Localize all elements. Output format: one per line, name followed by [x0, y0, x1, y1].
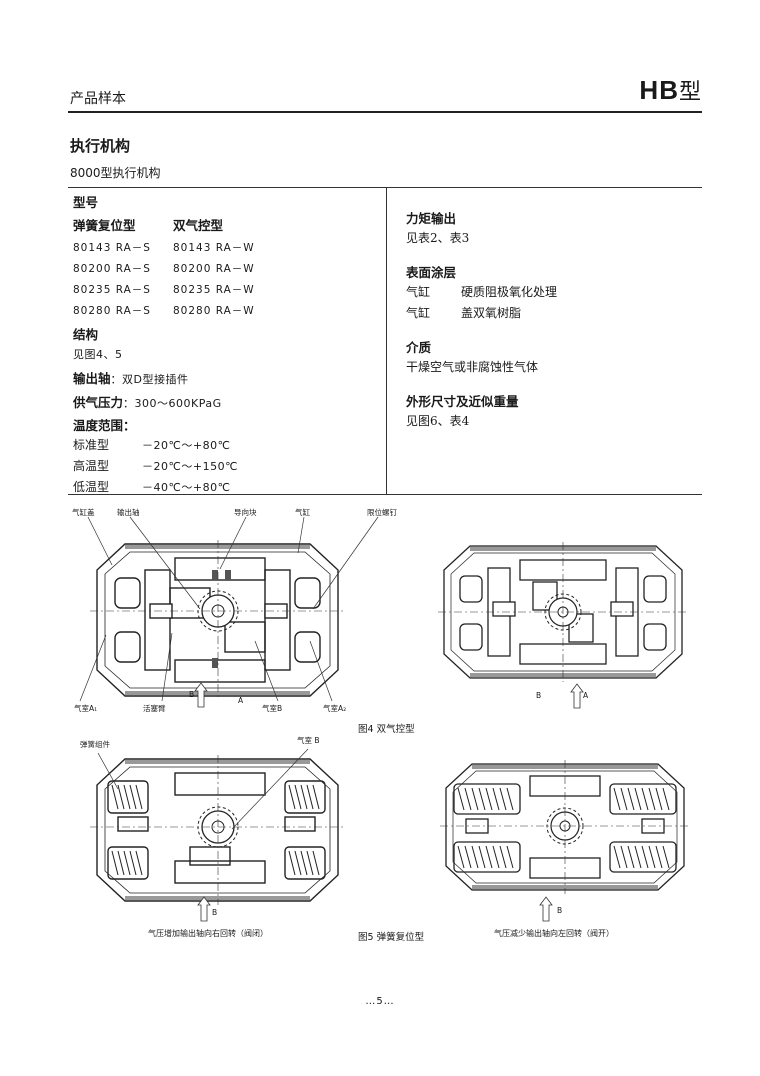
dims-text: 见图6、表4	[406, 414, 470, 428]
fig4-port-arrows	[570, 683, 584, 709]
fig4-leader-lines	[79, 516, 379, 708]
label-chamber-a2: 气室A₂	[323, 704, 347, 713]
label-limit: 限位螺钉	[367, 508, 397, 517]
spring-heading: 弹簧复位型	[73, 218, 136, 233]
label-port-b-left: B	[212, 908, 218, 917]
label-chamber-b: 气室B	[262, 704, 283, 713]
coating-desc-2: 盖双氧树脂	[461, 306, 522, 320]
model-badge: HB型	[639, 74, 702, 106]
label-cylinder: 气缸	[295, 508, 310, 517]
fig4-caption: 图4 双气控型	[358, 724, 415, 735]
coating-heading: 表面涂层	[406, 265, 457, 280]
torque-text: 见表2、表3	[406, 231, 470, 245]
model-spring-1: 80143 RA－S	[73, 242, 151, 254]
model-heading: 型号	[73, 195, 99, 210]
coating-part-2: 气缸	[406, 306, 431, 320]
label-port-b-right: B	[557, 906, 563, 915]
model-double-2: 80200 RA－W	[173, 263, 255, 275]
dims-heading: 外形尺寸及近似重量	[406, 394, 519, 409]
table-bottom-rule	[68, 494, 702, 495]
pressure-row: 供气压力：300～600KPaG	[73, 392, 222, 411]
label-cover: 气缸盖	[72, 508, 95, 517]
fig5-caption: 图5 弹簧复位型	[358, 932, 425, 943]
structure-heading: 结构	[73, 327, 99, 342]
model-spring-4: 80280 RA－S	[73, 305, 151, 317]
temp-name-3: 低温型	[73, 480, 110, 494]
model-suffix: 型	[678, 80, 702, 105]
model-double-1: 80143 RA－W	[173, 242, 255, 254]
pressure-heading: 供气压力	[73, 395, 124, 410]
model-double-3: 80235 RA－W	[173, 284, 255, 296]
label-port-a-2: A	[583, 691, 589, 700]
column-divider	[386, 188, 387, 494]
label-port-b-2: B	[536, 691, 542, 700]
coating-part-1: 气缸	[406, 285, 431, 299]
label-shaft: 输出轴	[117, 508, 140, 517]
header-title: 产品样本	[70, 91, 126, 107]
fig5-caption-left: 气压增加输出轴向右回转（阀闭）	[148, 929, 268, 938]
label-port-a: A	[238, 696, 244, 705]
fig5-actuator-right	[440, 760, 690, 894]
medium-text: 干燥空气或非腐蚀性气体	[406, 360, 539, 374]
table-top-rule	[68, 187, 702, 188]
pressure-text: ：300～600KPaG	[123, 397, 222, 410]
temp-range-2: －20℃～+150℃	[142, 460, 238, 473]
shaft-heading: 输出轴	[73, 371, 111, 386]
model-spring-2: 80200 RA－S	[73, 263, 151, 275]
coating-desc-1: 硬质阻极氧化处理	[461, 285, 558, 299]
label-port-b: B	[189, 690, 195, 699]
model-spring-3: 80235 RA－S	[73, 284, 151, 296]
temp-range-3: －40℃～+80℃	[142, 481, 231, 494]
label-piston: 活塞臂	[143, 704, 166, 713]
model-double-4: 80280 RA－W	[173, 305, 255, 317]
fig5-actuator-left	[90, 755, 345, 905]
structure-text: 见图4、5	[73, 348, 123, 361]
section-title: 执行机构	[70, 137, 131, 155]
label-chamber-a1: 气室A₁	[74, 704, 98, 713]
torque-heading: 力矩输出	[406, 211, 457, 226]
temp-name-1: 标准型	[73, 438, 110, 452]
header-rule	[68, 111, 702, 113]
page-number: …5…	[365, 996, 395, 1007]
fig5-caption-right: 气压减少输出轴向左回转（阀开）	[494, 929, 614, 938]
shaft-row: 输出轴：双D型接插件	[73, 368, 189, 387]
temp-heading: 温度范围：	[73, 418, 136, 433]
fig5-leader-lines	[97, 748, 309, 922]
label-chamber-b-2: 气室 B	[297, 736, 320, 745]
double-heading: 双气控型	[173, 218, 224, 233]
fig4-actuator-left	[90, 540, 345, 700]
medium-heading: 介质	[406, 340, 432, 355]
fig5-port-arrow-right	[539, 896, 553, 922]
temp-range-1: －20℃～+80℃	[142, 439, 231, 452]
section-subtitle: 8000型执行机构	[70, 166, 161, 180]
shaft-text: ：双D型接插件	[110, 373, 189, 386]
model-name: HB	[639, 75, 679, 105]
fig4-actuator-right	[438, 542, 688, 682]
label-guide: 导向块	[234, 508, 257, 517]
label-spring: 弹簧组件	[80, 740, 110, 749]
temp-name-2: 高温型	[73, 459, 110, 473]
